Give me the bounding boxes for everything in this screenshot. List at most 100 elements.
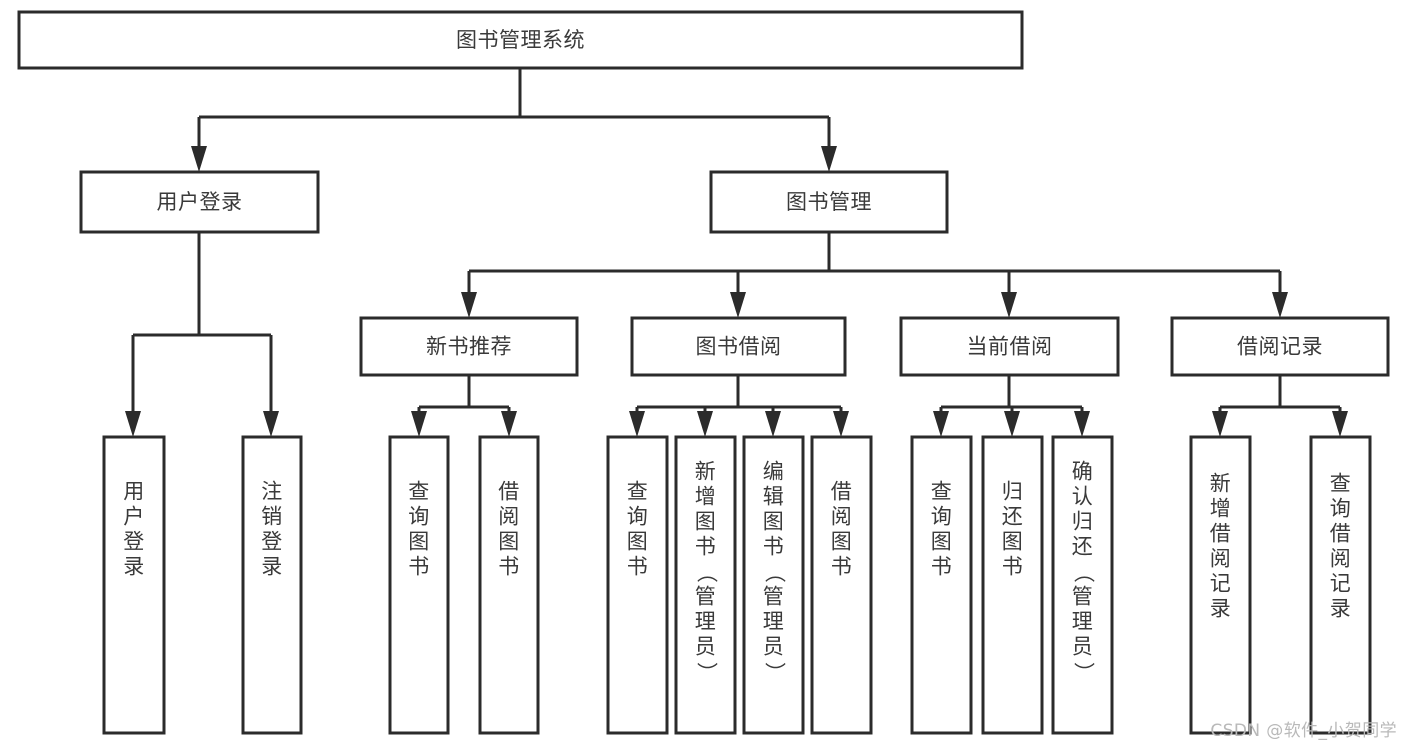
node-label-char: 阅 [498,505,520,529]
node-leaf-user-login[interactable]: 用户登录 [102,435,166,735]
node-label: 新书推荐 [426,335,512,359]
node-label-char: 户 [123,505,145,529]
node-box[interactable] [388,435,450,735]
node-label-char: 书 [695,535,717,559]
node-label-char: 图 [931,530,953,554]
node-user-login[interactable]: 用户登录 [79,170,320,234]
node-current-borrow[interactable]: 当前借阅 [899,316,1120,377]
node-label-char: 理 [695,610,717,634]
node-new-book-rec[interactable]: 新书推荐 [359,316,579,377]
connector-newbookrec-to-leaves [411,375,517,437]
node-label-char: 询 [627,505,649,529]
arrow-head-icon [1272,292,1288,318]
connector-currentborrow-to-leaves [933,375,1090,437]
node-label-char: ） [763,662,787,684]
node-box[interactable] [241,435,303,735]
node-label-char: 图 [1002,530,1024,554]
node-label-char: 查 [931,480,953,504]
node-label: 图书管理 [786,190,872,214]
node-box[interactable] [742,435,805,735]
node-label-char: 图 [627,530,649,554]
node-box[interactable] [810,435,873,735]
node-label: 图书管理系统 [456,28,585,52]
arrow-head-icon [1001,292,1017,318]
node-label-char: 查 [1330,472,1352,496]
node-label-char: 阅 [1330,547,1352,571]
node-label-char: 销 [261,505,283,529]
node-label-char: 员 [1072,635,1094,659]
node-box[interactable] [709,170,949,234]
node-box[interactable] [630,316,847,377]
node-label-char: 借 [498,480,520,504]
node-box[interactable] [1051,435,1114,735]
node-label-char: 书 [931,555,953,579]
arrow-head-icon [461,292,477,318]
node-label-char: 书 [498,555,520,579]
node-label-char: 还 [1072,535,1094,559]
arrow-head-icon [697,411,713,437]
node-label-char: 录 [261,555,283,579]
node-label-char: 还 [1002,505,1024,529]
node-box[interactable] [899,316,1120,377]
node-label-char: 增 [695,485,717,509]
node-book-borrow[interactable]: 图书借阅 [630,316,847,377]
node-label-char: 书 [831,555,853,579]
node-box[interactable] [1309,435,1372,735]
node-label-char: 询 [1330,497,1352,521]
node-root[interactable]: 图书管理系统 [17,10,1024,70]
node-box[interactable] [102,435,166,735]
node-label-char: 新 [1210,472,1232,496]
connector-bookmanage-to-l3 [461,232,1288,318]
node-label-char: 图 [763,510,785,534]
connector-bookborrow-to-leaves [629,375,849,437]
node-box[interactable] [359,316,579,377]
node-box[interactable] [910,435,973,735]
node-book-manage[interactable]: 图书管理 [709,170,949,234]
node-box[interactable] [79,170,320,234]
node-label-char: 辑 [763,485,785,509]
node-label-char: 书 [408,555,430,579]
node-box[interactable] [1189,435,1252,735]
arrow-head-icon [1004,411,1020,437]
arrow-head-icon [191,146,207,172]
node-box[interactable] [1170,316,1390,377]
node-label-char: 员 [695,635,717,659]
arrow-head-icon [1332,411,1348,437]
arrow-head-icon [821,146,837,172]
node-label-char: 借 [1210,522,1232,546]
node-label-char: 记 [1330,572,1352,596]
node-label-char: 阅 [1210,547,1232,571]
node-label-char: 理 [763,610,785,634]
node-label-char: 录 [123,555,145,579]
node-label-char: 查 [627,480,649,504]
node-box[interactable] [478,435,540,735]
arrow-head-icon [411,411,427,437]
node-box[interactable] [606,435,669,735]
node-label-char: 借 [1330,522,1352,546]
node-label-char: 归 [1072,510,1094,534]
node-borrow-record[interactable]: 借阅记录 [1170,316,1390,377]
node-box[interactable] [981,435,1044,735]
node-label-char: 理 [1072,610,1094,634]
node-label-char: 登 [123,530,145,554]
node-label-char: 询 [408,505,430,529]
node-label-char: 管 [1072,585,1094,609]
nodes-layer: 图书管理系统用户登录图书管理新书推荐图书借阅当前借阅借阅记录用户登录注销登录查询… [17,10,1390,735]
node-box[interactable] [674,435,737,735]
node-label-char: 借 [831,480,853,504]
node-label-char: （ [763,562,787,584]
node-box[interactable] [17,10,1024,70]
node-label-char: 认 [1072,485,1094,509]
